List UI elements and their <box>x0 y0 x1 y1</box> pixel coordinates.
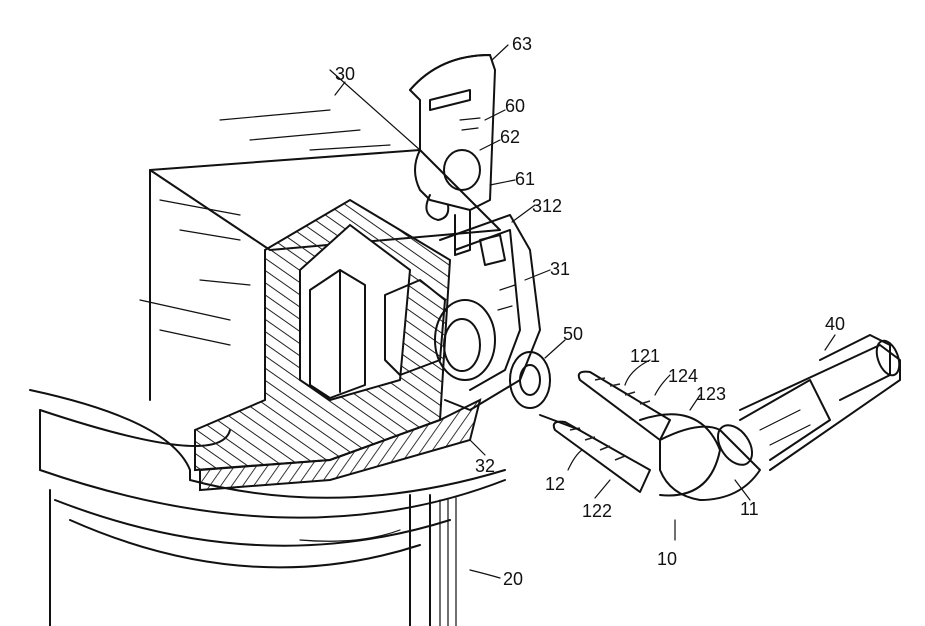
reference-numerals: 63 30 60 62 61 312 31 50 121 124 123 40 … <box>335 34 845 589</box>
bracket-31 <box>434 214 541 411</box>
label-11: 11 <box>740 499 759 519</box>
base-drum <box>29 389 506 626</box>
hook-plate-60 <box>409 54 496 256</box>
label-124: 124 <box>668 366 698 386</box>
label-63: 63 <box>512 34 532 54</box>
label-12: 12 <box>545 474 565 494</box>
label-122: 122 <box>582 501 612 521</box>
label-62: 62 <box>500 127 520 147</box>
label-312: 312 <box>532 196 562 216</box>
leader-lines <box>334 44 836 579</box>
label-40: 40 <box>825 314 845 334</box>
cross-section <box>194 198 482 492</box>
label-121: 121 <box>630 346 660 366</box>
label-32: 32 <box>475 456 495 476</box>
fork-connector-12 <box>539 370 721 497</box>
label-30: 30 <box>335 64 355 84</box>
label-50: 50 <box>563 324 583 344</box>
label-10: 10 <box>657 549 677 569</box>
washer-50 <box>509 351 551 409</box>
label-31: 31 <box>550 259 570 279</box>
housing-body <box>139 69 501 401</box>
label-61: 61 <box>515 169 535 189</box>
label-60: 60 <box>505 96 525 116</box>
label-20: 20 <box>503 569 523 589</box>
elbow-and-cable <box>659 334 901 501</box>
label-123: 123 <box>696 384 726 404</box>
